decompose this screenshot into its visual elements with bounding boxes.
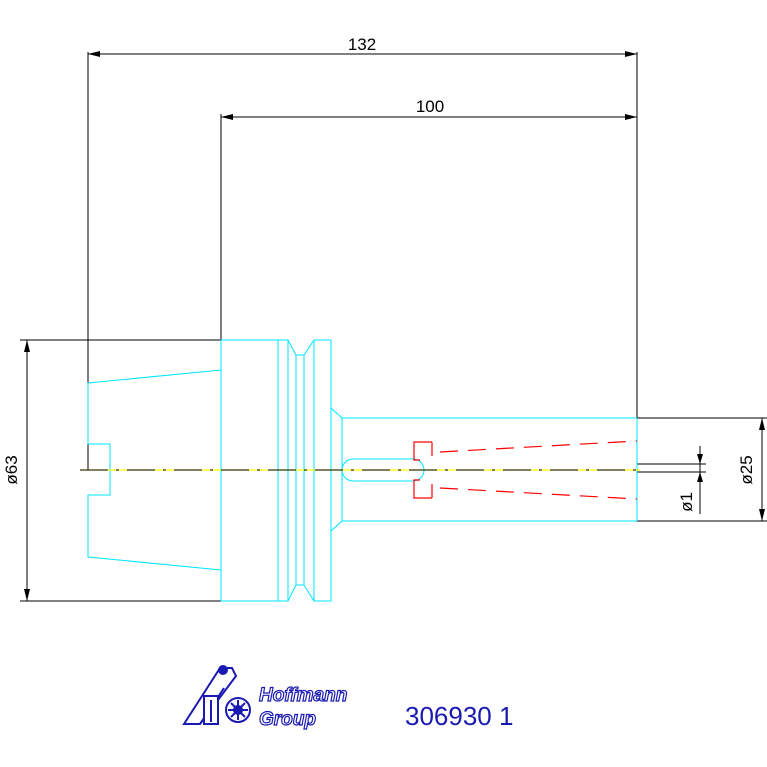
dimension-arrows xyxy=(24,51,765,601)
logo-text-line2: Group xyxy=(259,709,316,730)
hoffmann-group-logo xyxy=(182,665,251,725)
shank-length-label: 100 xyxy=(416,97,444,116)
flange-diameter-label: ø63 xyxy=(2,455,21,484)
bore-diameter-label: ø1 xyxy=(677,492,696,512)
logo-mark-icon xyxy=(182,665,251,725)
dimension-lines xyxy=(20,52,767,602)
logo-text-line1: Hoffmann xyxy=(259,685,347,706)
part-number: 306930 1 xyxy=(405,701,513,731)
shank-diameter-label: ø25 xyxy=(737,455,756,484)
overall-length-label: 132 xyxy=(348,35,376,54)
hidden-insert xyxy=(413,440,638,500)
